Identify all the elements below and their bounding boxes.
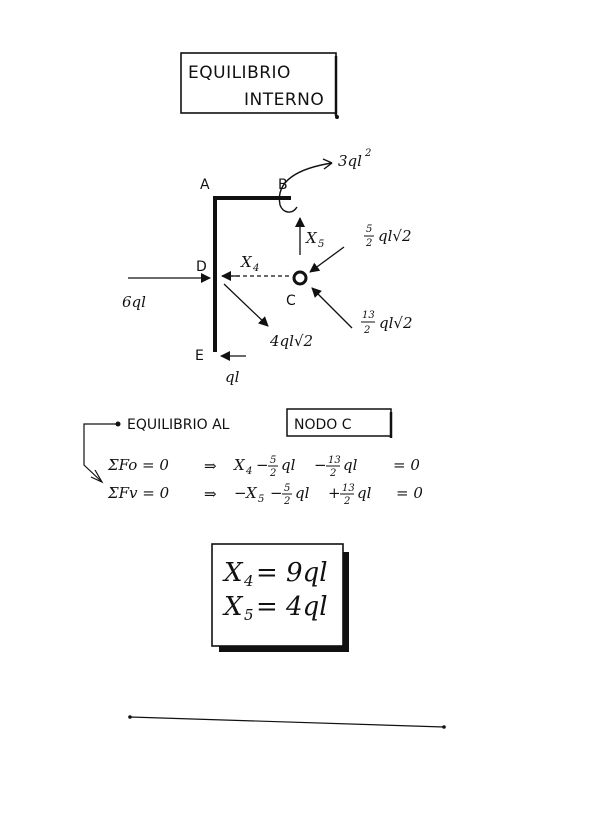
point-label-c: C — [286, 293, 296, 309]
eq2-rhs: = 0 — [396, 484, 423, 502]
force-13-2-rest: ql√2 — [379, 314, 413, 332]
bracket-arrowhead — [90, 469, 104, 484]
point-label-d: D — [196, 259, 207, 275]
eq2-t2-sign: + — [328, 484, 341, 502]
moment-arrowhead — [322, 158, 333, 170]
eq1-t1-num: 5 — [270, 455, 276, 466]
moment-label: 3ql — [338, 152, 362, 170]
eq1-t1-den: 2 — [269, 468, 276, 479]
eq2-t2-den: 2 — [343, 496, 350, 507]
force-5-2-num: 5 — [366, 224, 372, 235]
force-6-label: 6ql — [122, 293, 146, 311]
point-label-a: A — [200, 177, 210, 193]
point-label-e: E — [195, 348, 204, 364]
result-frame — [211, 543, 344, 647]
title-line2: INTERNO — [244, 90, 324, 110]
moment-exponent: 2 — [364, 148, 371, 159]
force-13-2-arrow — [311, 287, 353, 329]
eq2-t1-num: 5 — [284, 483, 290, 494]
result-line2-x: X — [222, 592, 244, 622]
structure-diagram: A B D C E 3ql 2 X 5 X 4 5 2 ql√2 13 2 ql… — [122, 148, 413, 386]
eq1-t2-num: 13 — [328, 455, 341, 466]
eq1-t2-rest: ql — [343, 456, 358, 474]
bracket-line — [83, 423, 117, 483]
bracket-bullet — [115, 421, 121, 427]
eq2-t1-sign: − — [270, 484, 283, 502]
force-x4-label: X — [240, 253, 253, 271]
moment-arc — [278, 162, 333, 213]
eq1-lhs: ΣFo = 0 — [107, 456, 169, 474]
eq2-lhs: ΣFv = 0 — [107, 484, 170, 502]
force-x5-sub: 5 — [318, 239, 324, 250]
eq1-t1-rest: ql — [281, 456, 296, 474]
eq2-t1-rest: ql — [295, 484, 310, 502]
eq1-xsub: 4 — [245, 466, 252, 477]
force-x5-label: X — [305, 229, 318, 247]
node-box-label: NODO C — [294, 417, 352, 433]
equation-1: ΣFo = 0 ⇒ X 4 − 5 2 ql − 13 2 ql = 0 — [107, 455, 420, 479]
force-4-label: 4ql√2 — [269, 332, 313, 350]
result-line2-val: = 4ql — [256, 592, 328, 622]
result-shadow-bottom — [219, 643, 349, 652]
node-section-label: EQUILIBRIO AL — [127, 417, 230, 433]
eq1-arrow: ⇒ — [204, 457, 217, 475]
title-line1: EQUILIBRIO — [188, 63, 291, 83]
force-4-arrow — [223, 283, 269, 327]
result-shadow-right — [340, 552, 349, 652]
node-c — [292, 270, 308, 286]
equation-2: ΣFv = 0 ⇒ − X 5 − 5 2 ql + 13 2 ql = 0 — [107, 483, 423, 507]
result-line1-x: X — [222, 558, 244, 588]
force-q-label: ql — [225, 368, 240, 386]
eq2-t1-den: 2 — [283, 496, 290, 507]
eq1-rhs: = 0 — [393, 456, 420, 474]
eq2-xsub: 5 — [258, 494, 264, 505]
bottom-rule-end-dot — [442, 725, 446, 729]
result-line2-sub: 5 — [244, 606, 254, 624]
bottom-rule-start-dot — [128, 715, 132, 719]
result-line1-sub: 4 — [243, 572, 254, 590]
force-x4-sub: 4 — [252, 263, 259, 274]
eq2-x: X — [245, 484, 258, 502]
force-5-2-rest: ql√2 — [378, 227, 412, 245]
eq1-t1-sign: − — [256, 456, 269, 474]
force-13-2-num: 13 — [362, 310, 375, 321]
result-box: X 4 = 9ql X 5 = 4ql — [211, 543, 349, 652]
eq1-t2-sign: − — [314, 456, 327, 474]
force-5-2-den: 2 — [365, 238, 372, 249]
eq2-t2-num: 13 — [342, 483, 355, 494]
force-5-2-arrow — [309, 246, 345, 273]
force-13-2-den: 2 — [363, 325, 370, 336]
node-section: EQUILIBRIO AL NODO C — [83, 408, 393, 484]
result-line1-val: = 9ql — [256, 558, 328, 588]
bottom-rule — [129, 716, 445, 728]
eq1-t2-den: 2 — [329, 468, 336, 479]
eq2-t2-rest: ql — [357, 484, 372, 502]
title-dot — [335, 115, 339, 119]
eq2-arrow: ⇒ — [204, 485, 217, 503]
eq2-pre: − — [234, 484, 247, 502]
title-box: EQUILIBRIO INTERNO — [180, 52, 339, 119]
eq1-x: X — [233, 456, 246, 474]
